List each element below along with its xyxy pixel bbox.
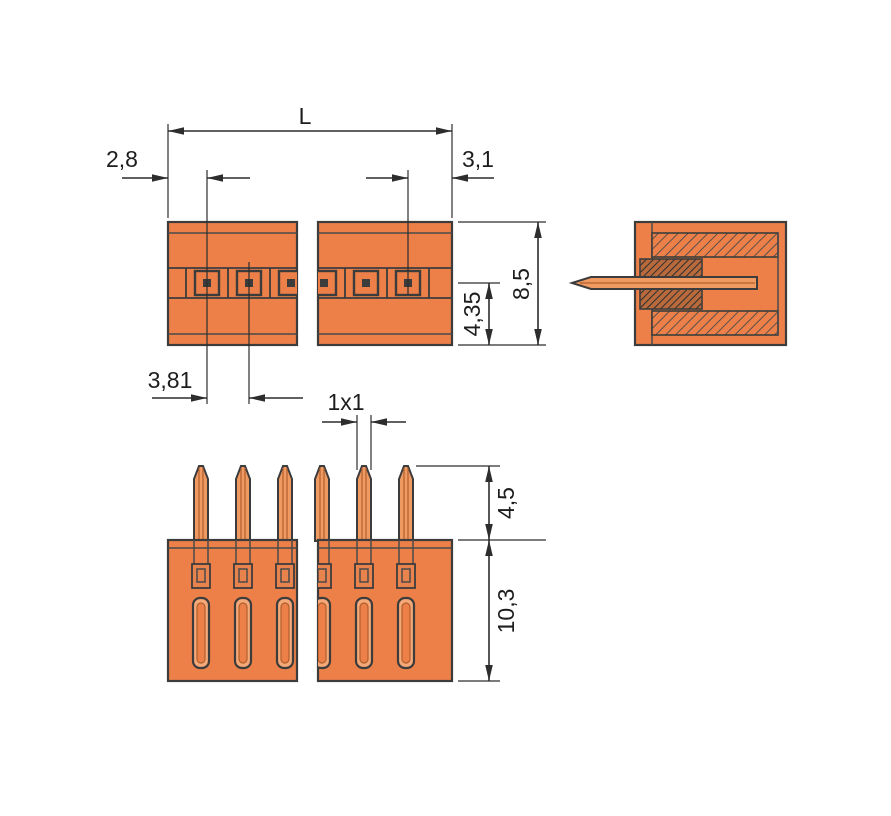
right-section-cavities — [318, 268, 430, 298]
dim-housing-height: 10,3 — [458, 540, 519, 682]
latch-detail — [359, 568, 369, 583]
dim-label-housing-depth: 8,5 — [508, 268, 534, 300]
dim-pin-cross-section: 1x1 — [322, 389, 406, 470]
dimensions: L 2,8 3,1 3,81 8,5 — [106, 103, 546, 682]
dim-label-total-length: L — [299, 103, 312, 129]
latch-detail — [238, 568, 248, 583]
dim-label-solder-pin-length: 4,5 — [493, 487, 519, 519]
solder-pin — [356, 465, 372, 542]
latch-detail — [318, 568, 327, 583]
dim-total-length: L — [167, 103, 453, 218]
latch-box — [318, 563, 332, 589]
housing-wall-hatch-bottom — [651, 310, 779, 336]
dim-pin-pitch: 3,81 — [148, 262, 303, 404]
latch-box — [191, 563, 211, 589]
contact-square-center — [320, 279, 328, 287]
solder-pins — [193, 465, 414, 542]
dim-pin-row-to-front: 4,35 — [458, 282, 500, 345]
dim-label-first-pole-offset: 2,8 — [106, 146, 138, 172]
solder-pin — [277, 465, 293, 542]
contact-square-center — [287, 279, 295, 287]
dim-label-pin-pitch: 3,81 — [148, 367, 193, 393]
solder-pin — [193, 465, 209, 542]
contact-square-center — [362, 279, 370, 287]
housing-wall-hatch-top — [651, 232, 779, 258]
latch-detail — [280, 568, 290, 583]
dim-solder-pin-length: 4,5 — [416, 465, 546, 541]
slot-inner — [318, 602, 327, 664]
latch-box — [275, 563, 295, 589]
dim-housing-depth: 8,5 — [458, 221, 546, 346]
dim-label-last-pole-offset: 3,1 — [462, 146, 494, 172]
side-view — [568, 220, 788, 347]
slot-inner — [238, 602, 248, 664]
front-right-details — [318, 540, 416, 670]
solder-pin — [314, 465, 330, 542]
slot-inner — [196, 602, 206, 664]
solder-pin — [235, 465, 251, 542]
solder-pin — [398, 465, 414, 542]
latch-detail — [401, 568, 411, 583]
dim-label-pin-row-to-front: 4,35 — [459, 292, 485, 337]
latch-box — [354, 563, 374, 589]
front-left-details — [191, 540, 295, 670]
slot-inner — [280, 602, 290, 664]
latch-box — [233, 563, 253, 589]
dim-last-pole-offset: 3,1 — [366, 146, 494, 295]
dim-first-pole-offset: 2,8 — [106, 146, 250, 404]
housing-left-section — [166, 220, 299, 347]
slot-inner — [359, 602, 369, 664]
left-section-cavities — [185, 268, 297, 298]
front-view — [166, 465, 454, 683]
slot-inner — [401, 602, 411, 664]
dim-label-housing-height: 10,3 — [493, 589, 519, 634]
housing-right-section — [316, 220, 454, 347]
dim-label-pin-cross-section: 1x1 — [327, 389, 364, 415]
top-view — [166, 220, 454, 347]
latch-box — [396, 563, 416, 589]
latch-detail — [196, 568, 206, 583]
housing-front-right-section — [316, 538, 454, 683]
